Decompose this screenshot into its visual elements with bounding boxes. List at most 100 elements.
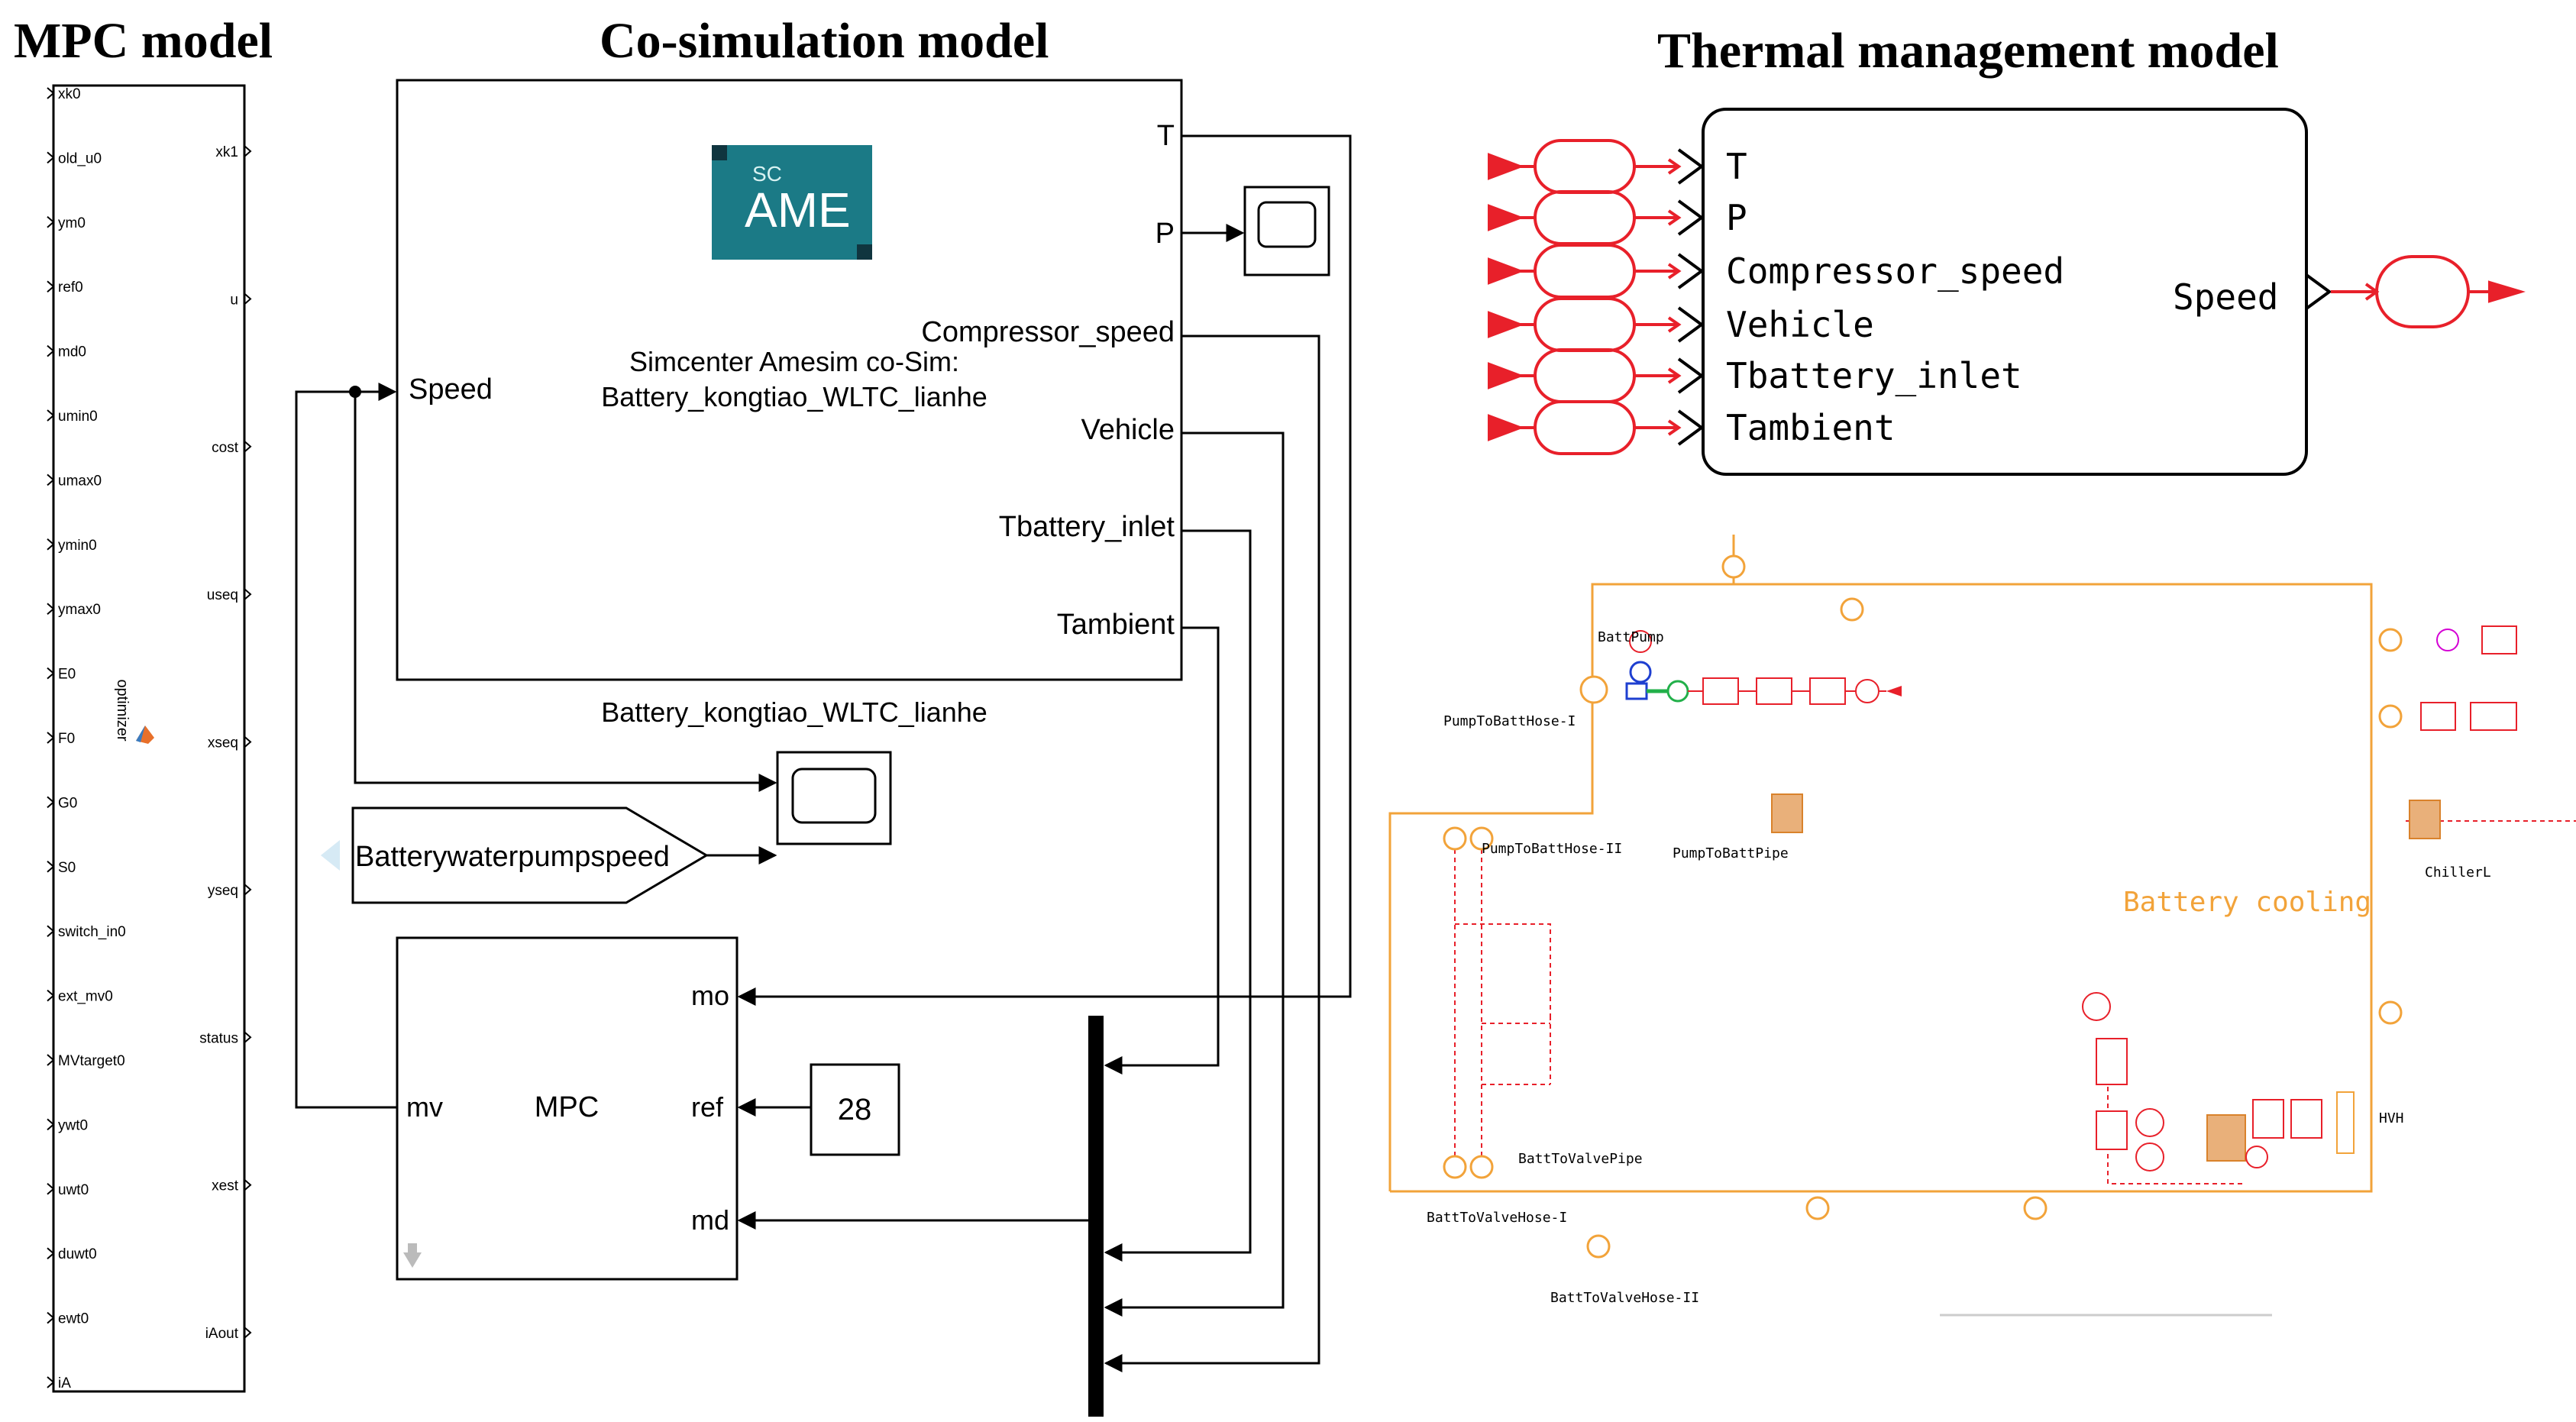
thermal-input-port[interactable] xyxy=(1677,199,1705,236)
mpc-controller-block[interactable]: MPC mo ref md mv xyxy=(396,936,739,1281)
label-batt-pump: BattPump xyxy=(1598,629,1664,645)
optimizer-input-port[interactable] xyxy=(47,1118,55,1131)
amesim-output-label: P xyxy=(1155,218,1175,250)
optimizer-input-port[interactable] xyxy=(47,732,55,744)
thermal-interface-block[interactable]: TPCompressor_speedVehicleTbattery_inletT… xyxy=(1677,108,2332,476)
amesim-output-label: Tbattery_inlet xyxy=(999,511,1175,543)
label-valve-hose-1: BattToValveHose-I xyxy=(1427,1210,1567,1226)
thermal-red-connector xyxy=(1488,400,1682,455)
optimizer-output-label: xseq xyxy=(208,735,238,751)
optimizer-input-port[interactable] xyxy=(47,87,55,99)
thermal-red-connector xyxy=(1488,348,1682,403)
label-chiller: ChillerL xyxy=(2425,865,2491,881)
optimizer-input-port[interactable] xyxy=(47,1247,55,1259)
optimizer-input-port[interactable] xyxy=(47,1054,55,1066)
optimizer-output-label: useq xyxy=(207,587,238,603)
thermal-output-connector xyxy=(2331,255,2526,328)
optimizer-input-label: old_u0 xyxy=(58,150,102,166)
optimizer-input-label: md0 xyxy=(58,344,86,360)
optimizer-name: optimizer xyxy=(114,679,131,741)
optimizer-output-port[interactable] xyxy=(244,440,252,453)
optimizer-output-port[interactable] xyxy=(244,1327,252,1339)
optimizer-input-label: F0 xyxy=(58,731,75,747)
optimizer-input-port[interactable] xyxy=(47,1311,55,1324)
optimizer-input-label: iA xyxy=(58,1375,71,1391)
optimizer-input-label: S0 xyxy=(58,860,76,876)
chiller-right-components xyxy=(1771,625,2517,1162)
label-pump-hose-1: PumpToBattHose-I xyxy=(1443,713,1576,729)
amesim-output-label: Vehicle xyxy=(1081,414,1175,446)
optimizer-input-label: xk0 xyxy=(58,86,81,102)
label-hvh: HVH xyxy=(2379,1110,2404,1126)
optimizer-input-port[interactable] xyxy=(47,667,55,680)
optimizer-input-label: ewt0 xyxy=(58,1311,89,1327)
optimizer-output-port[interactable] xyxy=(244,1178,252,1191)
scope-block-speed[interactable] xyxy=(776,751,892,845)
optimizer-input-label: ym0 xyxy=(58,215,86,231)
optimizer-output-port[interactable] xyxy=(244,292,252,305)
amesim-block-name: Battery_kongtiao_WLTC_lianhe xyxy=(601,696,987,728)
optimizer-input-port[interactable] xyxy=(47,1376,55,1388)
optimizer-input-port[interactable] xyxy=(47,151,55,164)
thermal-input-label: Tbattery_inlet xyxy=(1726,355,2022,396)
optimizer-input-label: E0 xyxy=(58,667,76,683)
optimizer-input-label: duwt0 xyxy=(58,1246,97,1262)
optimizer-output-label: iAout xyxy=(205,1326,239,1342)
thermal-input-port[interactable] xyxy=(1677,253,1705,289)
battery-cooling-circuit[interactable]: Battery cooling BattPump PumpToBattHose-… xyxy=(1388,535,2576,1306)
optimizer-output-port[interactable] xyxy=(244,884,252,896)
optimizer-input-port[interactable] xyxy=(47,409,55,422)
amesim-output-labels: TPCompressor_speedVehicleTbattery_inletT… xyxy=(921,120,1175,641)
optimizer-output-label: xk1 xyxy=(215,144,238,160)
optimizer-input-port[interactable] xyxy=(47,280,55,292)
optimizer-input-label: ywt0 xyxy=(58,1117,88,1133)
optimizer-input-port[interactable] xyxy=(47,989,55,1002)
hvh-group xyxy=(2082,992,2355,1172)
optimizer-input-label: ref0 xyxy=(58,280,83,296)
thermal-input-port[interactable] xyxy=(1677,357,1705,394)
mpc-block-title: MPC xyxy=(535,1091,599,1123)
amesim-cosim-block[interactable]: SC AME Simcenter Amesim co-Sim: Battery_… xyxy=(396,79,1183,681)
thermal-input-port[interactable] xyxy=(1677,148,1705,185)
thermal-input-label: P xyxy=(1726,197,1747,238)
thermal-red-connector xyxy=(1488,244,1682,299)
mux-bus-bar[interactable] xyxy=(1088,1016,1104,1417)
thermal-model-title: Thermal management model xyxy=(1657,23,2279,79)
optimizer-input-port[interactable] xyxy=(47,861,55,873)
thermal-red-connector xyxy=(1488,297,1682,352)
mpc-model-title: MPC model xyxy=(14,13,273,69)
optimizer-input-port[interactable] xyxy=(47,538,55,551)
thermal-input-port[interactable] xyxy=(1677,306,1705,343)
optimizer-input-label: G0 xyxy=(58,795,77,811)
amesim-input-speed: Speed xyxy=(409,373,493,406)
optimizer-output-port[interactable] xyxy=(244,588,252,600)
optimizer-input-port[interactable] xyxy=(47,473,55,486)
optimizer-output-port[interactable] xyxy=(244,735,252,748)
amesim-logo: SC AME xyxy=(712,145,872,260)
thermal-input-port[interactable] xyxy=(1677,409,1705,446)
thermal-input-labels: TPCompressor_speedVehicleTbattery_inletT… xyxy=(1677,146,2064,448)
optimizer-block[interactable]: xk0old_u0ym0ref0md0umin0umax0ymin0ymax0E… xyxy=(47,84,252,1393)
matlab-icon xyxy=(136,726,154,744)
optimizer-input-port[interactable] xyxy=(47,344,55,357)
constant-block[interactable]: 28 xyxy=(810,1063,900,1156)
optimizer-input-port[interactable] xyxy=(47,1183,55,1195)
thermal-red-connectors xyxy=(1488,139,1682,455)
optimizer-input-port[interactable] xyxy=(47,925,55,937)
thermal-input-label: Compressor_speed xyxy=(1726,250,2064,292)
amesim-logo-main: AME xyxy=(745,183,851,238)
optimizer-output-label: cost xyxy=(212,440,239,456)
thermal-red-connector xyxy=(1488,139,1682,194)
amesim-output-label: Compressor_speed xyxy=(921,316,1175,348)
optimizer-input-port[interactable] xyxy=(47,603,55,615)
scope-block-p[interactable] xyxy=(1243,186,1330,276)
optimizer-output-port[interactable] xyxy=(244,1031,252,1044)
optimizer-input-port[interactable] xyxy=(47,796,55,809)
optimizer-output-port[interactable] xyxy=(244,145,252,157)
signal-lines-red xyxy=(1454,820,2576,1184)
goto-tag-block[interactable]: Batterywaterpumpspeed xyxy=(321,806,709,904)
batt-pump-group xyxy=(1579,630,1902,705)
optimizer-input-port[interactable] xyxy=(47,216,55,228)
constant-value: 28 xyxy=(838,1093,872,1126)
